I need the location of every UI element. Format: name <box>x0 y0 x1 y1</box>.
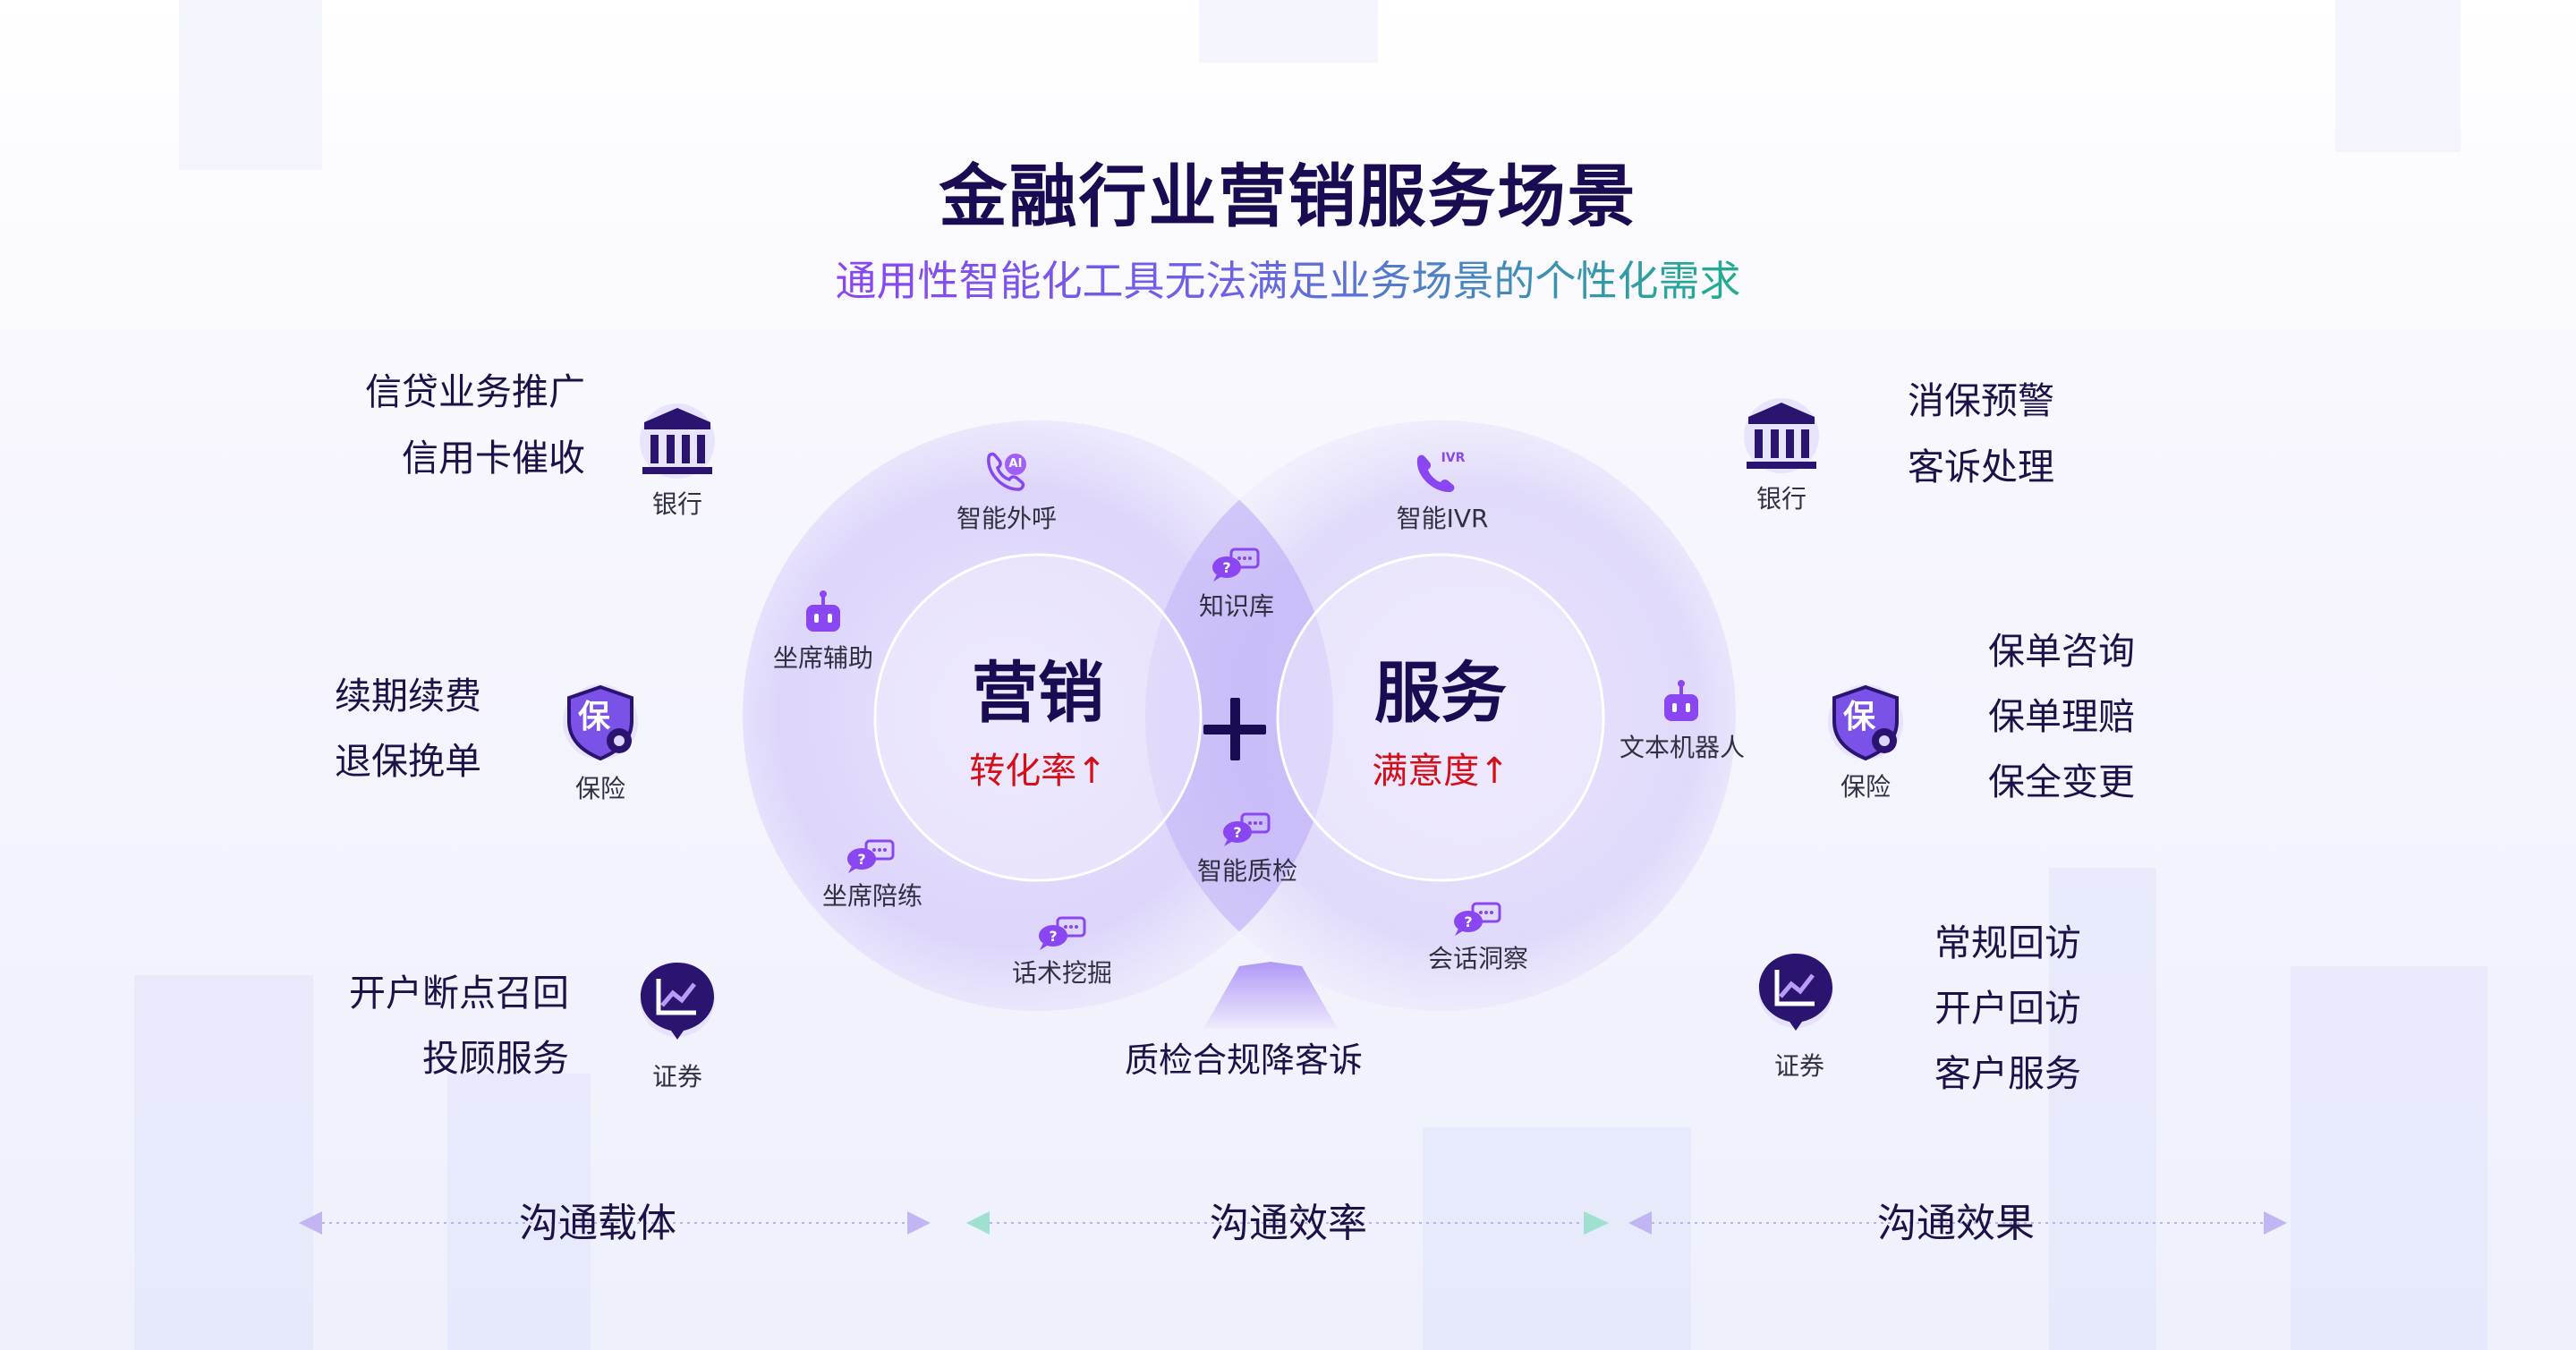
svg-text:?: ? <box>857 851 865 868</box>
footer-label-efficiency: 沟通效率 <box>1210 1201 1367 1246</box>
right-securities-line-1: 常规回访 <box>1934 921 2081 964</box>
left-bank-caption: 银行 <box>651 489 702 519</box>
footer-arrows <box>299 1211 2287 1235</box>
right-securities-line-3: 客户服务 <box>1934 1052 2081 1095</box>
chat-question-icon: ? <box>1220 812 1274 848</box>
tool-smart-ivr: 智能IVR <box>1396 504 1489 533</box>
left-bank-line-2: 信用卡催收 <box>402 437 585 480</box>
left-bank-line-1: 信贷业务推广 <box>365 370 585 413</box>
robot-icon <box>802 589 845 635</box>
chat-question-icon: ? <box>1036 916 1090 952</box>
tool-script-mining: 话术挖掘 <box>1011 958 1112 988</box>
bank-icon <box>637 401 718 481</box>
left-securities-line-2: 投顾服务 <box>422 1037 569 1080</box>
marketing-title: 营销 <box>972 655 1104 732</box>
chat-question-icon: ? <box>1451 902 1505 938</box>
smart-outbound-icon: AI <box>982 449 1032 494</box>
insurance-shield-icon: 保 <box>1825 682 1906 762</box>
overlap-region <box>1145 420 1333 1011</box>
tool-smart-qc: 智能质检 <box>1196 856 1297 886</box>
footer-label-effect: 沟通效果 <box>1877 1201 2035 1246</box>
tool-smart-outbound: 智能外呼 <box>956 504 1057 533</box>
securities-chart-icon <box>1756 950 1836 1031</box>
marketing-inner-circle <box>873 553 1203 882</box>
qc-compliance-label: 质检合规降客诉 <box>1124 1040 1363 1080</box>
right-insurance-line-3: 保全变更 <box>1988 760 2135 803</box>
ai-badge-text: AI <box>1008 457 1023 471</box>
shield-char: 保 <box>1842 699 1875 735</box>
right-bank-line-2: 客诉处理 <box>1908 446 2054 488</box>
right-securities-caption: 证券 <box>1773 1051 1824 1081</box>
chat-question-icon: ? <box>1210 548 1263 583</box>
plus-sign <box>1203 698 1266 760</box>
left-insurance-caption: 保险 <box>574 774 625 803</box>
tool-agent-training: 坐席陪练 <box>821 881 922 911</box>
marketing-metric: 转化率↑ <box>969 751 1107 792</box>
service-inner-circle <box>1276 553 1605 882</box>
svg-text:?: ? <box>1464 913 1472 930</box>
page-title: 金融行业营销服务场景 <box>939 157 1637 236</box>
right-insurance-caption: 保险 <box>1840 772 1891 802</box>
svg-text:?: ? <box>1222 559 1230 576</box>
chat-question-icon: ? <box>845 839 898 875</box>
insurance-shield-icon: 保 <box>560 682 641 762</box>
right-bank-line-1: 消保预警 <box>1908 379 2054 422</box>
right-insurance-line-2: 保单理赔 <box>1988 695 2135 738</box>
left-insurance-line-2: 退保挽单 <box>335 740 481 783</box>
bank-icon <box>1741 395 1822 476</box>
ivr-phone-icon: IVR <box>1412 447 1469 496</box>
ivr-badge-text: IVR <box>1441 451 1466 465</box>
left-securities-caption: 证券 <box>651 1062 702 1091</box>
right-insurance-line-1: 保单咨询 <box>1988 630 2135 673</box>
venn-diagram <box>743 420 1736 1029</box>
service-metric: 满意度↑ <box>1372 751 1509 792</box>
right-securities-line-2: 开户回访 <box>1934 987 2081 1030</box>
robot-icon <box>1660 678 1703 725</box>
left-securities-line-1: 开户断点召回 <box>349 972 569 1015</box>
service-title: 服务 <box>1374 655 1507 732</box>
page-subtitle: 通用性智能化工具无法满足业务场景的个性化需求 <box>0 249 2576 308</box>
footer-label-carrier: 沟通载体 <box>519 1201 676 1246</box>
svg-text:?: ? <box>1233 824 1241 841</box>
svg-text:?: ? <box>1049 928 1057 945</box>
right-bank-caption: 银行 <box>1756 484 1807 514</box>
bottom-triangle <box>1203 962 1338 1029</box>
tool-session-insight: 会话洞察 <box>1427 944 1528 973</box>
shield-char: 保 <box>577 699 610 735</box>
tool-knowledge-base: 知识库 <box>1198 591 1274 621</box>
subtitle-text: 通用性智能化工具无法满足业务场景的个性化需求 <box>835 257 1741 305</box>
left-insurance-line-1: 续期续费 <box>335 675 481 717</box>
securities-chart-icon <box>637 959 718 1040</box>
tool-text-robot: 文本机器人 <box>1619 733 1745 762</box>
tool-agent-assist: 坐席辅助 <box>772 643 873 673</box>
